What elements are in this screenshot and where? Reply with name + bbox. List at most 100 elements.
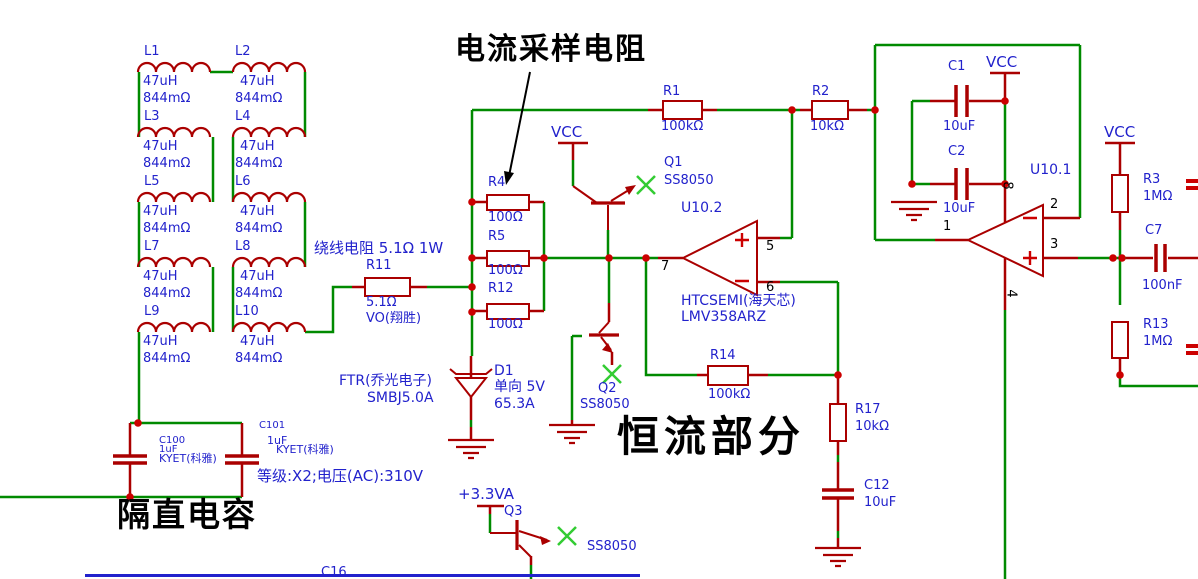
ground-c1c2 [891,200,937,222]
opamp-U10.2[interactable] [680,219,758,297]
label-R13-ref: R13 [1143,317,1169,332]
label-L9-ref: L9 [144,304,160,319]
label-U10.1-ref: U10.1 [1030,162,1072,178]
label-L8-resistance: 844mΩ [235,286,283,301]
capacitor-C101 [225,454,259,465]
capacitor-C7 [1154,244,1167,272]
diode-D1[interactable] [449,368,493,399]
label-L6-ref: L6 [235,174,251,189]
transistor-Q2[interactable] [589,321,619,353]
label-Q1-part: SS8050 [664,173,714,188]
label-L8-ref: L8 [235,239,251,254]
label-C7-ref: C7 [1145,223,1163,238]
label-L4-value: 47uH [240,139,275,154]
title-constant-current: 恒流部分 [617,412,806,461]
inductor-L1 [136,61,212,73]
inductor-L3 [136,126,212,138]
label-C101-vendor: KYET(科雅) [276,443,334,456]
transistor-Q1[interactable] [572,185,636,230]
resistor-R3 [1111,174,1129,213]
ground-symbols[interactable] [448,200,937,568]
label-C12-value: 10uF [864,495,897,510]
no-connect-q2 [602,364,622,384]
label-L2-ref: L2 [235,44,251,59]
label-C101-value: 1uF [267,434,288,447]
resistor-R4 [486,194,530,211]
label-L2-resistance: 844mΩ [235,91,283,106]
label-R5-ref: R5 [488,229,506,244]
label-L5-resistance: 844mΩ [143,221,191,236]
inductor-L7 [136,256,212,268]
label-R11-vendor: VO(翔胜) [366,311,422,326]
title-dc-blocking: 隔直电容 [117,495,257,534]
label-C100-vendor: KYET(科雅) [159,452,217,465]
label-L7-ref: L7 [144,239,160,254]
label-L2-value: 47uH [240,74,275,89]
vcc-label-q1: VCC [551,123,583,141]
label-L4-ref: L4 [235,109,251,124]
resistor-R1 [662,100,703,120]
label-L6-value: 47uH [240,204,275,219]
label-R12-value: 100Ω [488,317,523,332]
label-R14-value: 100kΩ [708,387,751,402]
label-U10.2-ref: U10.2 [681,200,723,216]
inductor-L8 [231,256,307,268]
ground-q2 [549,423,595,445]
label-C7-value: 100nF [1142,278,1183,293]
label-L7-resistance: 844mΩ [143,286,191,301]
label-L9-resistance: 844mΩ [143,351,191,366]
opamp-U10.1[interactable] [965,203,1044,278]
transistor-Q3[interactable] [490,520,551,558]
inductor-bank[interactable] [136,61,307,333]
wire-net[interactable] [0,43,1198,579]
resistor-R14 [707,365,749,386]
resistor-symbols[interactable] [364,100,1129,442]
label-R3-value: 1MΩ [1143,189,1173,204]
wirewound-note: 绕线电阻 5.1Ω 1W [314,239,444,257]
component-leads[interactable] [128,71,1198,565]
pin-number-7: 7 [661,259,670,274]
label-L7-value: 47uH [143,269,178,284]
resistor-R12 [486,303,530,320]
label-U10.2-part: LMV358ARZ [681,309,767,325]
label-L9-value: 47uH [143,334,178,349]
no-connect-q3 [557,526,577,546]
annotation-arrow [504,71,531,185]
label-R17-ref: R17 [855,402,881,417]
label-L10-resistance: 844mΩ [235,351,283,366]
label-C100-value: 1uF [159,444,178,455]
label-R11-value: 5.1Ω [366,295,397,310]
label-R4-value: 100Ω [488,210,523,225]
resistor-R11 [364,277,411,297]
resistor-R2 [811,100,849,120]
capacitor-symbols[interactable] [113,85,1167,500]
label-Q2-ref: Q2 [598,381,617,396]
label-R2-value: 10kΩ [810,119,845,134]
label-L3-ref: L3 [144,109,160,124]
capacitor-C100 [113,454,147,465]
cap-rating-note: 等级:X2;电压(AC):310V [257,467,424,485]
label-R12-ref: R12 [488,281,514,296]
capacitor-C12 [822,488,854,500]
label-R5-value: 100Ω [488,263,523,278]
pin-number-5: 5 [766,239,775,254]
label-D1-part: SMBJ5.0A [367,390,434,406]
label-D1-mfr: FTR(乔光电子) [339,373,433,389]
label-L1-resistance: 844mΩ [143,91,191,106]
label-U10.2-mfr: HTCSEMI(海天芯) [681,293,796,309]
sheet-border-line [85,574,640,577]
resistor-R5 [486,250,530,267]
label-R14-ref: R14 [710,348,736,363]
label-L1-value: 47uH [143,74,178,89]
label-L6-resistance: 844mΩ [235,221,283,236]
label-L4-resistance: 844mΩ [235,156,283,171]
label-C16-ref: C16 [321,565,347,579]
ground-d1 [448,438,494,460]
label-D1-spec1: 单向 5V [494,379,545,395]
resistor-R13 [1111,321,1129,359]
label-L8-value: 47uH [240,269,275,284]
pin-number-2: 2 [1050,197,1059,212]
inductor-L5 [136,191,212,203]
